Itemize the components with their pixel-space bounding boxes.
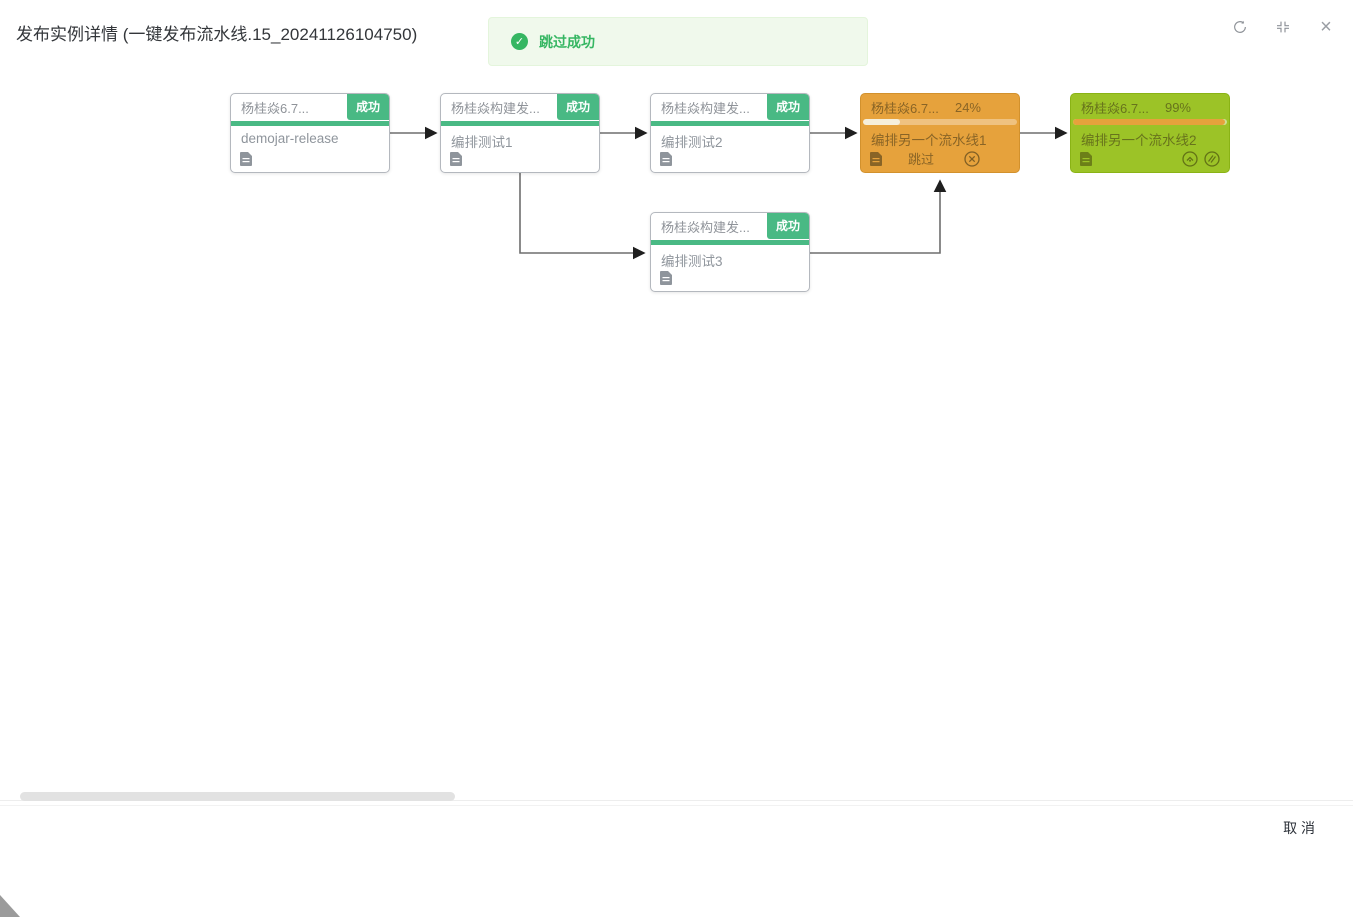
pipeline-node[interactable]: 杨桂焱6.7... 99% 编排另一个流水线2 <box>1070 93 1230 173</box>
node-label: 编排另一个流水线2 <box>1081 133 1197 148</box>
progress-bar-complete <box>651 240 809 245</box>
cancel-button[interactable]: 取 消 <box>1283 820 1315 836</box>
status-badge: 成功 <box>556 94 599 120</box>
log-document-icon[interactable] <box>660 270 672 285</box>
node-footer <box>660 269 800 286</box>
node-header: 杨桂焱6.7... 24% <box>861 94 1019 120</box>
dialog-title: 发布实例详情 (一键发布流水线.15_20241126104750) <box>16 25 418 44</box>
node-header: 杨桂焱6.7... 99% <box>1071 94 1229 120</box>
progress-bar <box>863 119 1017 125</box>
log-document-icon[interactable] <box>240 151 252 166</box>
progress-fill <box>1073 119 1226 125</box>
node-title: 杨桂焱构建发... <box>661 219 750 235</box>
pipeline-node[interactable]: 杨桂焱构建发... 成功 编排测试2 <box>650 93 810 173</box>
pipeline-node[interactable]: 杨桂焱6.7... 24% 编排另一个流水线1 跳过 <box>860 93 1020 173</box>
log-document-icon[interactable] <box>1080 151 1092 166</box>
node-title: 杨桂焱构建发... <box>661 100 750 116</box>
status-badge: 成功 <box>766 213 809 239</box>
status-badge: 成功 <box>346 94 389 120</box>
log-document-icon[interactable] <box>870 151 882 166</box>
cursor-artifact <box>0 895 20 917</box>
node-footer <box>1080 150 1220 167</box>
node-label: 编排测试3 <box>661 254 723 269</box>
toast-skip-success: ✓ 跳过成功 <box>488 17 868 66</box>
node-title: 杨桂焱构建发... <box>451 100 540 116</box>
fit-view-icon[interactable] <box>1274 18 1292 36</box>
skip-action[interactable]: 跳过 <box>908 152 935 167</box>
horizontal-scrollbar-track[interactable] <box>0 800 1353 801</box>
node-footer <box>660 150 800 167</box>
resume-circle-icon[interactable] <box>1182 150 1198 167</box>
cancel-circle-icon[interactable] <box>964 150 980 167</box>
toast-message: 跳过成功 <box>539 33 595 50</box>
node-footer <box>240 150 380 167</box>
pipeline-node[interactable]: 杨桂焱构建发... 成功 编排测试1 <box>440 93 600 173</box>
node-actions <box>1182 150 1220 167</box>
node-footer: 跳过 <box>870 150 1010 167</box>
progress-bar <box>1073 119 1227 125</box>
footer-divider <box>0 805 1353 806</box>
close-icon[interactable]: × <box>1320 16 1332 38</box>
node-title: 杨桂焱6.7... <box>1081 100 1149 116</box>
pipeline-node[interactable]: 杨桂焱构建发... 成功 编排测试3 <box>650 212 810 292</box>
skip-disabled-icon[interactable] <box>1204 150 1220 167</box>
progress-percent: 99% <box>1164 99 1191 115</box>
node-label: 编排另一个流水线1 <box>871 133 987 148</box>
pipeline-canvas: 杨桂焱6.7... 成功 demojar-release 杨桂焱构建发... 成… <box>230 93 1230 292</box>
refresh-icon[interactable] <box>1231 18 1249 36</box>
node-label: 编排测试1 <box>451 135 513 150</box>
node-header: 杨桂焱构建发... <box>651 94 809 120</box>
node-header: 杨桂焱6.7... <box>231 94 389 120</box>
node-title: 杨桂焱6.7... <box>241 100 309 116</box>
progress-percent: 24% <box>954 99 981 115</box>
log-document-icon[interactable] <box>450 151 462 166</box>
horizontal-scrollbar-thumb[interactable] <box>20 792 455 801</box>
node-header: 杨桂焱构建发... <box>651 213 809 239</box>
node-footer <box>450 150 590 167</box>
status-badge: 成功 <box>766 94 809 120</box>
success-check-icon: ✓ <box>511 33 528 50</box>
node-label: demojar-release <box>241 131 339 146</box>
progress-fill <box>863 119 900 125</box>
node-header: 杨桂焱构建发... <box>441 94 599 120</box>
progress-bar-complete <box>231 121 389 126</box>
progress-bar-complete <box>441 121 599 126</box>
dialog-toolbar: × <box>1231 16 1335 38</box>
log-document-icon[interactable] <box>660 151 672 166</box>
progress-bar-complete <box>651 121 809 126</box>
node-label: 编排测试2 <box>661 135 723 150</box>
node-title: 杨桂焱6.7... <box>871 100 939 116</box>
pipeline-node[interactable]: 杨桂焱6.7... 成功 demojar-release <box>230 93 390 173</box>
